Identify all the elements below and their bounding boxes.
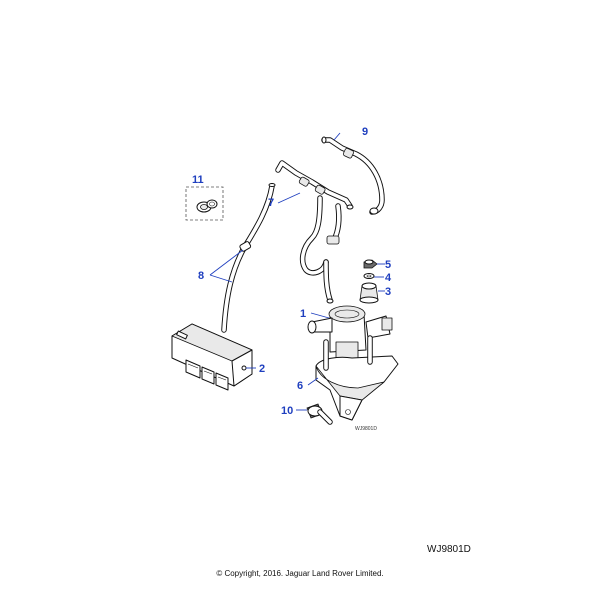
callout-5: 5 [385,259,391,271]
callout-4: 4 [385,272,392,284]
leader-1 [310,312,330,319]
part-2-control-module [171,323,253,391]
diagram-reference-code: WJ9801D [427,544,471,555]
part-4-washer [363,273,375,279]
leader-7 [277,192,301,204]
callout-9: 9 [362,126,368,138]
callout-8: 8 [198,270,204,282]
part-7-pipe-assembly [275,160,354,304]
leader-8a [209,249,244,276]
inner-reference-code: WJ9801D [355,426,377,432]
leader-9 [333,132,341,141]
part-6-bracket [315,335,399,421]
callout-7: 7 [268,197,274,209]
part-10-bolt [306,403,333,425]
callout-labels: 11 9 7 8 5 4 3 1 2 6 10 [192,126,392,417]
part-11-seal [185,186,224,221]
callout-2: 2 [259,363,265,375]
leader-6 [307,377,319,386]
part-8-hose [221,183,276,333]
callout-1: 1 [300,308,306,320]
leader-lines [209,132,385,411]
callout-3: 3 [385,286,391,298]
callout-10: 10 [281,405,293,417]
part-3-grommet [359,282,379,304]
callout-11: 11 [192,174,204,186]
callout-6: 6 [297,380,303,392]
part-5-nut [363,259,378,269]
part-1-vacuum-pump [307,305,393,363]
leader-8b [209,274,233,283]
part-9-hose [321,136,385,215]
copyright-notice: © Copyright, 2016. Jaguar Land Rover Lim… [216,569,384,578]
